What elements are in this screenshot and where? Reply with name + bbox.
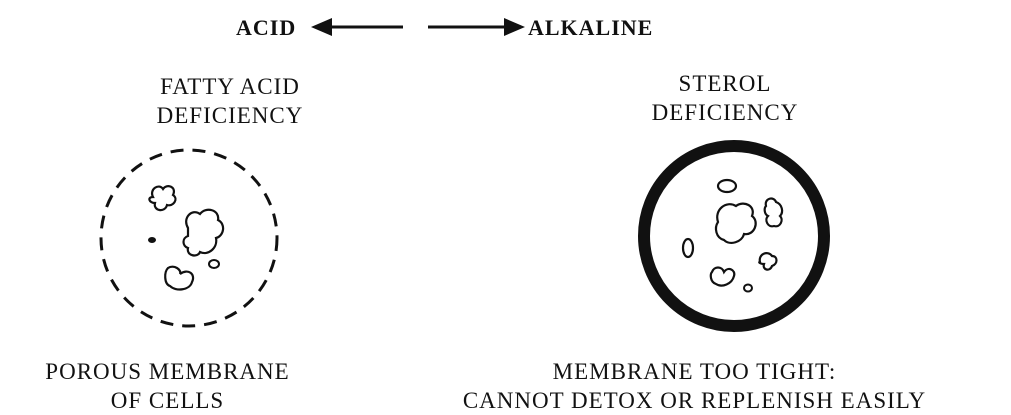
sterol-heading: STEROL DEFICIENCY: [595, 69, 855, 127]
organelle-icon: [763, 197, 784, 228]
fatty-acid-heading-line2: DEFICIENCY: [156, 103, 304, 128]
sterol-heading-line2: DEFICIENCY: [651, 100, 799, 125]
acid-arrow-icon: [311, 18, 403, 36]
organelle-icon: [743, 283, 753, 293]
alkaline-label: ALKALINE: [528, 15, 654, 40]
organelle-icon: [208, 259, 220, 269]
organelle-icon: [714, 202, 757, 244]
porous-cell-icon: [99, 148, 279, 328]
porous-membrane-icon: [99, 148, 279, 328]
organelle-icon: [164, 265, 195, 291]
porous-caption-line1: POROUS MEMBRANE: [45, 359, 290, 384]
tight-caption-line1: MEMBRANE TOO TIGHT:: [552, 359, 837, 384]
porous-membrane-caption: POROUS MEMBRANE OF CELLS: [0, 357, 335, 415]
fatty-acid-heading: FATTY ACID DEFICIENCY: [110, 72, 350, 130]
acid-label: ACID: [236, 15, 297, 40]
organelle-icon: [709, 266, 736, 287]
tight-caption-line2: CANNOT DETOX OR REPLENISH EASILY: [462, 388, 927, 413]
tight-membrane-icon: [638, 140, 830, 332]
sterol-heading-line1: STEROL: [678, 71, 772, 96]
organelle-icon: [148, 237, 156, 243]
organelle-icon: [716, 178, 738, 194]
fatty-acid-heading-line1: FATTY ACID: [160, 74, 300, 99]
organelle-icon: [148, 185, 177, 212]
organelle-icon: [681, 237, 695, 259]
porous-caption-line2: OF CELLS: [110, 388, 225, 413]
tight-cell-icon: [638, 140, 830, 332]
organelle-icon: [182, 208, 225, 257]
alkaline-arrow-icon: [428, 18, 525, 36]
organelle-icon: [758, 252, 778, 271]
tight-membrane-caption: MEMBRANE TOO TIGHT: CANNOT DETOX OR REPL…: [382, 357, 1007, 415]
